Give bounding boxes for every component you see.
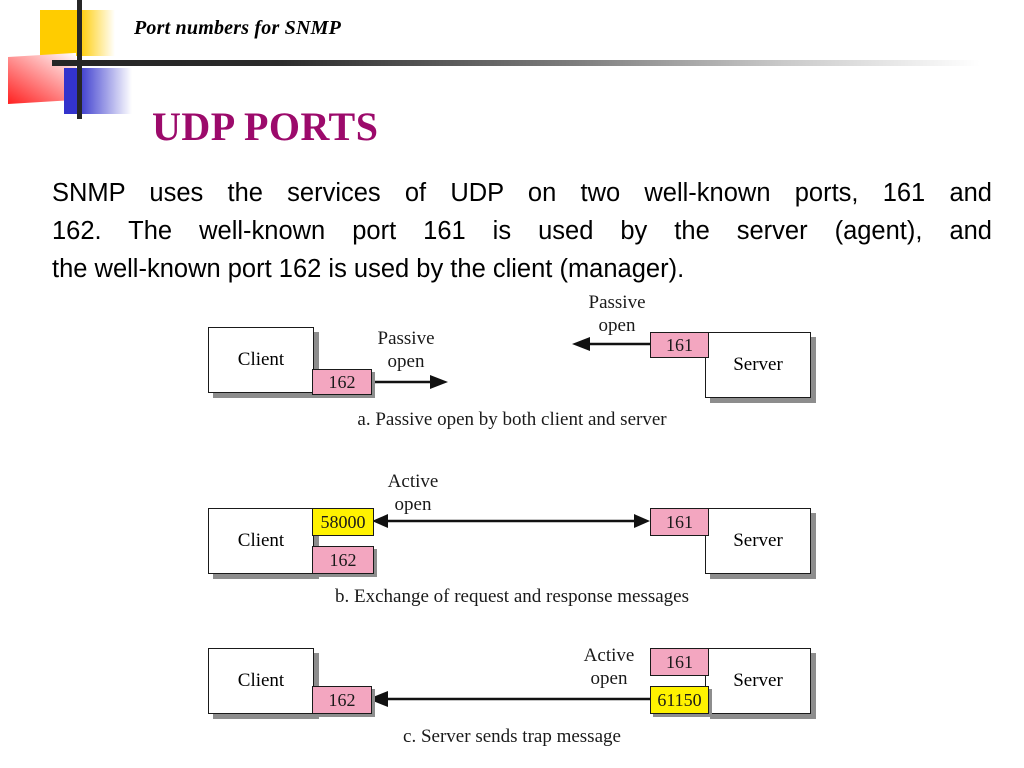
diagram-b-server-box: Server bbox=[705, 508, 811, 574]
diagram-b-client-ephemeral-port-58000: 58000 bbox=[312, 508, 374, 536]
diagram-a-client-label: Client bbox=[237, 349, 285, 370]
diagram-a-client-box: Client bbox=[208, 327, 314, 393]
diagram-a-server-label: Server bbox=[733, 354, 783, 375]
diagram-c-server-ephemeral-port-label: 61150 bbox=[657, 689, 702, 710]
diagram-a-server-port-label: 161 bbox=[666, 334, 693, 355]
diagram-b: Client 58000 162 Active open Server 161 … bbox=[0, 462, 1024, 617]
body-line-2: 162. The well-known port 161 is used by … bbox=[52, 217, 992, 245]
diagram-b-client-port-label: 162 bbox=[329, 549, 357, 570]
diagram-a-server-port-161: 161 bbox=[650, 332, 709, 358]
body-paragraph: SNMP uses the services of UDP on two wel… bbox=[52, 174, 992, 288]
diagram-c-client-port-label: 162 bbox=[328, 689, 356, 710]
logo-horizontal-bar-stub bbox=[52, 60, 82, 66]
diagram-b-client-port-162: 162 bbox=[312, 546, 374, 574]
body-line-3: the well-known port 162 is used by the c… bbox=[52, 255, 685, 283]
diagram-a-server-arrow bbox=[572, 337, 654, 351]
diagram-b-client-label: Client bbox=[237, 530, 285, 551]
diagram-a-caption: a. Passive open by both client and serve… bbox=[0, 409, 1024, 431]
diagram-a-client-arrow bbox=[368, 375, 448, 389]
diagram-a-client-annotation: Passive open bbox=[367, 327, 445, 373]
diagram-c-client-port-162: 162 bbox=[312, 686, 372, 714]
diagram-c-annotation: Active open bbox=[573, 644, 645, 690]
page-title: UDP PORTS bbox=[152, 104, 379, 149]
diagram-c-caption-text: c. Server sends trap message bbox=[403, 726, 621, 747]
diagram-b-server-label: Server bbox=[733, 530, 783, 551]
diagram-a-server-annotation-line2: open bbox=[598, 315, 636, 336]
diagram-c-server-port-161: 161 bbox=[650, 648, 709, 676]
logo-vertical-bar bbox=[77, 0, 82, 119]
diagram-a-server-annotation: Passive open bbox=[578, 291, 656, 337]
logo-blue-gradient-bar bbox=[77, 68, 132, 114]
diagram-b-client-ephemeral-port-label: 58000 bbox=[320, 511, 366, 532]
diagram-c-arrow bbox=[368, 691, 656, 707]
diagram-a-client-annotation-line2: open bbox=[387, 351, 425, 372]
diagram-b-annotation: Active open bbox=[378, 470, 448, 516]
diagram-b-annotation-line2: open bbox=[394, 494, 432, 515]
diagram-b-caption: b. Exchange of request and response mess… bbox=[0, 586, 1024, 608]
diagram-b-bidirectional-arrow bbox=[372, 514, 650, 528]
body-line-1: SNMP uses the services of UDP on two wel… bbox=[52, 179, 992, 207]
diagram-c-server-port-label: 161 bbox=[666, 651, 693, 672]
diagram-a-server-box: Server bbox=[705, 332, 811, 398]
diagram-a-client-annotation-line1: Passive bbox=[377, 328, 435, 349]
header-divider-rule bbox=[80, 60, 980, 66]
diagram-c-server-label: Server bbox=[733, 670, 783, 691]
diagram-a: Client 162 Passive open Server 161 Passi… bbox=[0, 285, 1024, 435]
page-header-title: Port numbers for SNMP bbox=[134, 17, 342, 39]
diagram-c-server-ephemeral-port-61150: 61150 bbox=[650, 686, 709, 714]
diagram-b-server-port-161: 161 bbox=[650, 508, 709, 536]
logo-yellow-gradient-bar bbox=[79, 10, 115, 56]
diagram-b-caption-text: b. Exchange of request and response mess… bbox=[334, 586, 690, 607]
diagram-c: Client 162 Active open Server 161 61150 … bbox=[0, 640, 1024, 768]
diagram-a-caption-text: a. Passive open by both client and serve… bbox=[357, 409, 667, 430]
diagram-b-annotation-line1: Active bbox=[387, 471, 439, 492]
diagram-b-server-port-label: 161 bbox=[666, 511, 693, 532]
diagram-b-client-box: Client bbox=[208, 508, 314, 574]
diagram-a-client-port-label: 162 bbox=[328, 371, 356, 392]
logo-yellow-square bbox=[40, 10, 79, 56]
diagram-c-annotation-line2: open bbox=[590, 668, 628, 689]
diagram-c-annotation-line1: Active bbox=[583, 645, 635, 666]
diagram-c-server-box: Server bbox=[705, 648, 811, 714]
diagram-c-client-label: Client bbox=[237, 670, 285, 691]
diagram-c-caption: c. Server sends trap message bbox=[0, 726, 1024, 748]
decorative-logo bbox=[0, 0, 140, 125]
diagram-a-server-annotation-line1: Passive bbox=[588, 292, 646, 313]
diagram-a-client-port-162: 162 bbox=[312, 369, 372, 395]
diagram-c-client-box: Client bbox=[208, 648, 314, 714]
